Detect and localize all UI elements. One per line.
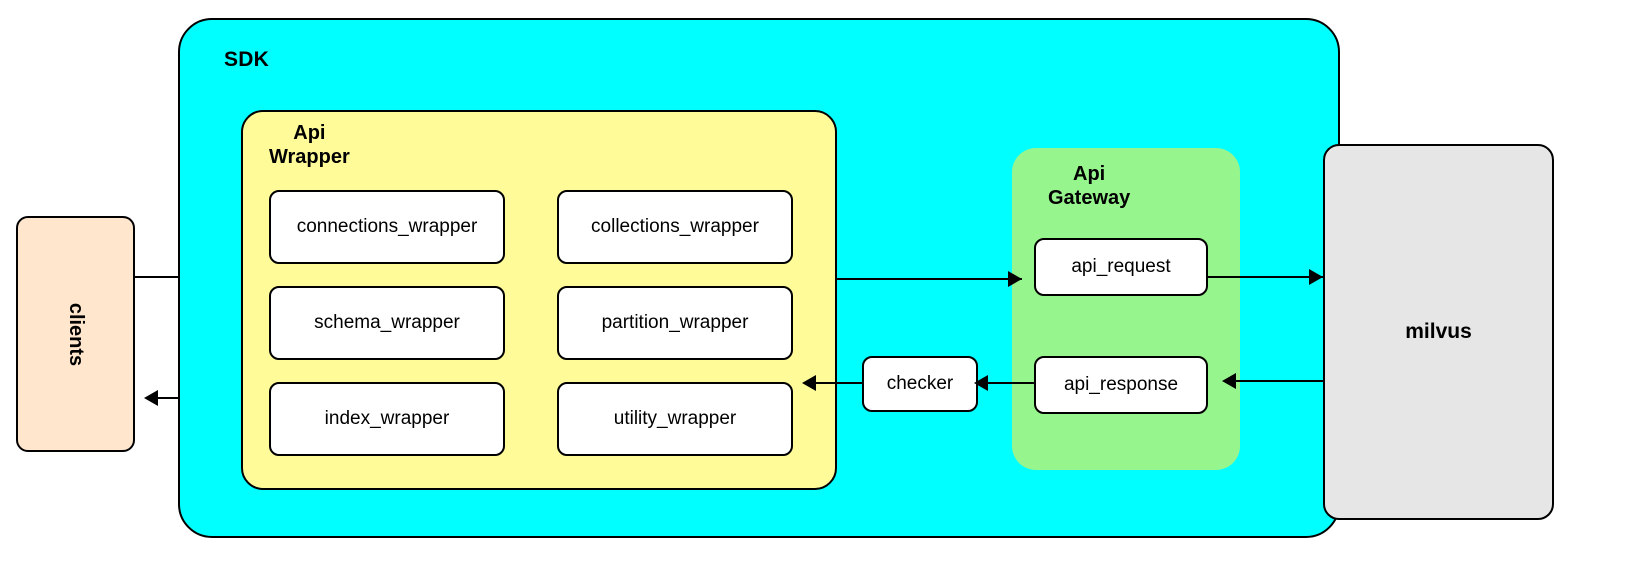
arrowhead-milvus-to-api-response [1222, 373, 1236, 389]
checker-label: checker [886, 373, 954, 394]
api-gateway-container[interactable]: Api Gateway api_request api_response [1012, 148, 1240, 470]
milvus-node[interactable]: milvus [1323, 144, 1554, 520]
cell-label: collections_wrapper [591, 216, 759, 237]
cell-collections-wrapper[interactable]: collections_wrapper [557, 190, 793, 264]
cell-label: utility_wrapper [613, 408, 737, 429]
cell-label: api_response [1063, 374, 1179, 395]
connector-api-request-to-milvus [1206, 276, 1331, 278]
cell-schema-wrapper[interactable]: schema_wrapper [269, 286, 505, 360]
arrowhead-api-request-to-milvus [1309, 269, 1323, 285]
milvus-label: milvus [1405, 320, 1472, 343]
api-gateway-label: Api Gateway [1048, 163, 1131, 209]
cell-label: api_request [1071, 256, 1171, 277]
sdk-label: SDK [224, 48, 269, 71]
cell-label: partition_wrapper [601, 312, 749, 333]
arrowhead-checker-to-wrapper [802, 375, 816, 391]
connector-milvus-to-api-response [1232, 380, 1358, 382]
clients-label: clients [64, 302, 87, 366]
arrowhead-api-response-to-checker [974, 375, 988, 391]
arrowhead-wrapper-to-api-request [1008, 271, 1022, 287]
api-wrapper-container[interactable]: Api Wrapper connections_wrapper collecti… [241, 110, 837, 490]
checker-node[interactable]: checker [862, 356, 978, 412]
cell-utility-wrapper[interactable]: utility_wrapper [557, 382, 793, 456]
clients-node[interactable]: clients [16, 216, 135, 452]
cell-partition-wrapper[interactable]: partition_wrapper [557, 286, 793, 360]
cell-api-request[interactable]: api_request [1034, 238, 1208, 296]
connector-api-response-to-checker [980, 382, 1036, 384]
cell-api-response[interactable]: api_response [1034, 356, 1208, 414]
cell-connections-wrapper[interactable]: connections_wrapper [269, 190, 505, 264]
arrowhead-wrapper-to-clients [144, 390, 158, 406]
connector-checker-to-wrapper [810, 382, 864, 384]
cell-index-wrapper[interactable]: index_wrapper [269, 382, 505, 456]
sdk-container[interactable]: SDK Api Wrapper connections_wrapper coll… [178, 18, 1340, 538]
cell-label: schema_wrapper [314, 312, 460, 333]
cell-label: index_wrapper [324, 408, 450, 429]
api-wrapper-label: Api Wrapper [269, 122, 350, 168]
connector-wrapper-to-api-request [835, 278, 1022, 280]
cell-label: connections_wrapper [296, 216, 478, 237]
